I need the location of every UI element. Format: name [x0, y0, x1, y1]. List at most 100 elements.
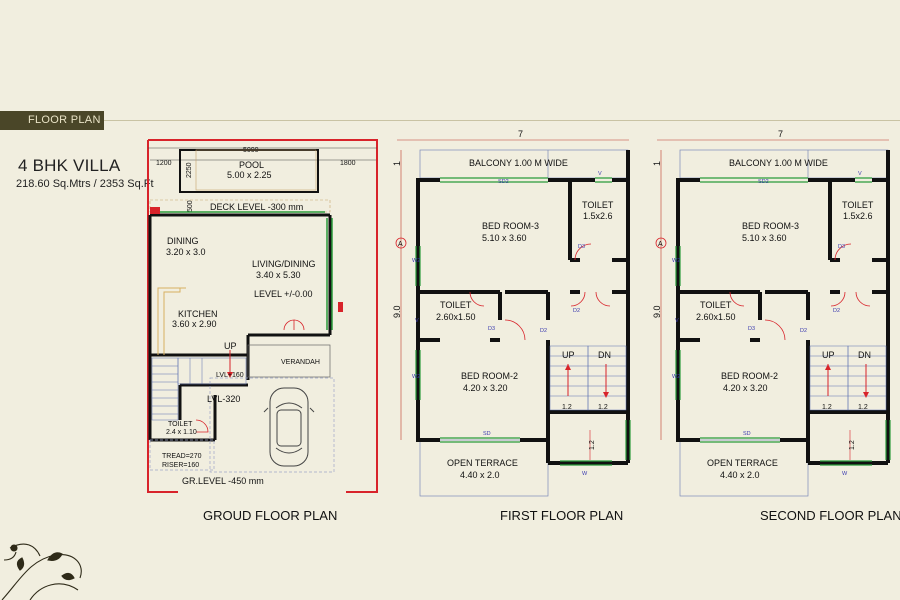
- pool-size: 5.00 x 2.25: [227, 170, 272, 180]
- riser-label: RISER=160: [162, 462, 199, 469]
- dim-height: 9.0: [392, 305, 402, 318]
- terrace-label: OPEN TERRACE: [447, 458, 518, 468]
- toilet2-size: 2.60x1.50: [436, 312, 476, 322]
- toilet-size: 2.4 x 1.10: [166, 429, 197, 436]
- svg-text:D3: D3: [748, 326, 755, 332]
- lvl160-label: LVL+160: [216, 372, 244, 379]
- car-icon: [263, 387, 315, 467]
- svg-text:D3: D3: [838, 244, 845, 250]
- bed2-label-2: BED ROOM-2: [721, 371, 778, 381]
- toilet2-label-2: TOILET: [700, 300, 732, 310]
- dining-size: 3.20 x 3.0: [166, 247, 206, 257]
- lvl320-label: LVL-320: [207, 394, 240, 404]
- svg-text:SD: SD: [483, 431, 491, 437]
- svg-text:V: V: [675, 318, 679, 324]
- toilet1-size-2: 1.5x2.6: [843, 211, 873, 221]
- tread-label: TREAD=270: [162, 453, 202, 460]
- svg-text:W: W: [842, 471, 848, 477]
- toilet1-label-2: TOILET: [842, 200, 874, 210]
- level-label: LEVEL +/-0.00: [254, 289, 312, 299]
- dim-width-2: 7: [778, 129, 783, 139]
- toilet1-size: 1.5x2.6: [583, 211, 613, 221]
- floral-ornament-icon: [1, 543, 82, 600]
- svg-text:W2: W2: [672, 374, 680, 380]
- up-label: UP: [224, 341, 237, 351]
- svg-text:D2: D2: [800, 328, 807, 334]
- svg-text:W: W: [582, 471, 588, 477]
- dim-width: 7: [518, 129, 523, 139]
- dim-balcony: 1: [392, 161, 402, 166]
- toilet-label: TOILET: [168, 421, 193, 428]
- dim-1800: 1800: [340, 160, 356, 167]
- svg-text:SD2: SD2: [498, 179, 509, 185]
- verandah-label: VERANDAH: [281, 359, 320, 366]
- svg-text:D2: D2: [833, 308, 840, 314]
- bed3-label-2: BED ROOM-3: [742, 221, 799, 231]
- second-walls: [676, 150, 890, 465]
- terrace-label-2: OPEN TERRACE: [707, 458, 778, 468]
- svg-text:V: V: [598, 171, 602, 177]
- step-vertical: 1.2: [589, 440, 596, 450]
- svg-text:W2: W2: [412, 374, 420, 380]
- kitchen-label: KITCHEN: [178, 309, 218, 319]
- svg-text:V: V: [415, 318, 419, 324]
- svg-text:D2: D2: [573, 308, 580, 314]
- balcony-label-2: BALCONY 1.00 M WIDE: [729, 158, 828, 168]
- svg-text:SD: SD: [743, 431, 751, 437]
- step-right: 1.2: [598, 404, 608, 411]
- bed2-size: 4.20 x 3.20: [463, 383, 508, 393]
- step-vertical-2: 1.2: [849, 440, 856, 450]
- section-tag: FLOOR PLAN: [0, 111, 104, 130]
- balcony-label: BALCONY 1.00 M WIDE: [469, 158, 568, 168]
- bed2-size-2: 4.20 x 3.20: [723, 383, 768, 393]
- first-walls: [416, 150, 630, 465]
- svg-text:SD2: SD2: [758, 179, 769, 185]
- deck-level: DECK LEVEL -300 mm: [210, 202, 303, 212]
- living-label: LIVING/DINING: [252, 259, 316, 269]
- header-rule: [104, 120, 900, 121]
- pool-label: POOL: [239, 160, 264, 170]
- svg-text:D3: D3: [578, 244, 585, 250]
- bed3-size-2: 5.10 x 3.60: [742, 233, 787, 243]
- svg-text:W2: W2: [412, 258, 420, 264]
- dn-label-2: DN: [858, 350, 871, 360]
- toilet2-size-2: 2.60x1.50: [696, 312, 736, 322]
- terrace-size-2: 4.40 x 2.0: [720, 470, 760, 480]
- second-floor-caption: SECOND FLOOR PLAN: [760, 508, 900, 523]
- up-label: UP: [562, 350, 575, 360]
- up-label-2: UP: [822, 350, 835, 360]
- project-title: 4 BHK VILLA: [18, 156, 121, 175]
- step-right-2: 1.2: [858, 404, 868, 411]
- dim-1200: 1200: [156, 160, 172, 167]
- section-marker-2: A: [658, 241, 663, 248]
- project-area: 218.60 Sq.Mtrs / 2353 Sq.Ft: [16, 178, 154, 190]
- dim-height-2: 9.0: [652, 305, 662, 318]
- dn-label: DN: [598, 350, 611, 360]
- bed2-label: BED ROOM-2: [461, 371, 518, 381]
- svg-text:D2: D2: [540, 328, 547, 334]
- first-floor-plan: 7 9.0 1: [392, 129, 631, 497]
- step-left-2: 1.2: [822, 404, 832, 411]
- step-left: 1.2: [562, 404, 572, 411]
- dim-2250: 2250: [186, 162, 193, 178]
- toilet2-label: TOILET: [440, 300, 472, 310]
- svg-text:W2: W2: [672, 258, 680, 264]
- kitchen-size: 3.60 x 2.90: [172, 319, 217, 329]
- first-floor-caption: FIRST FLOOR PLAN: [500, 508, 624, 523]
- ground-floor-plan: 5000 1200 1800 2250 POOL 5.00 x 2.25 500…: [147, 139, 378, 493]
- section-marker: A: [398, 241, 403, 248]
- gr-level: GR.LEVEL -450 mm: [182, 476, 264, 486]
- plot-boundary: [148, 139, 378, 493]
- dim-500: 500: [187, 200, 194, 212]
- bed3-label: BED ROOM-3: [482, 221, 539, 231]
- bed3-size: 5.10 x 3.60: [482, 233, 527, 243]
- toilet1-label: TOILET: [582, 200, 614, 210]
- living-size: 3.40 x 5.30: [256, 270, 301, 280]
- dim-balcony-2: 1: [652, 161, 662, 166]
- ground-floor-caption: GROUD FLOOR PLAN: [203, 508, 338, 523]
- dining-label: DINING: [167, 236, 199, 246]
- svg-text:V: V: [858, 171, 862, 177]
- terrace-size: 4.40 x 2.0: [460, 470, 500, 480]
- svg-text:D3: D3: [488, 326, 495, 332]
